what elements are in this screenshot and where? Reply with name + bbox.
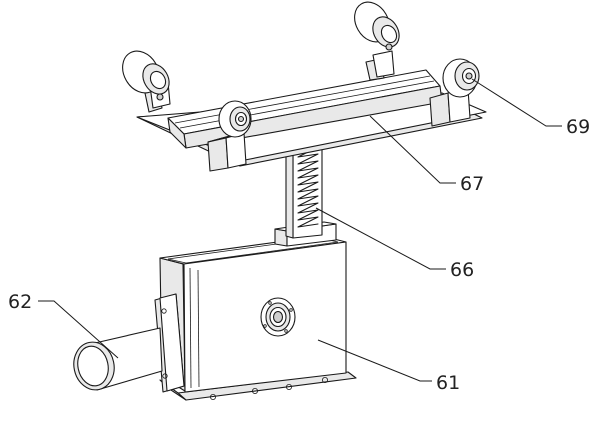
label-roller: 69 (566, 116, 590, 138)
label-rail: 67 (460, 173, 484, 195)
gearbox-housing (159, 235, 357, 401)
label-rack: 66 (450, 259, 474, 281)
motor (73, 293, 185, 393)
leader-lines (38, 78, 562, 382)
roller-front-left (207, 100, 252, 172)
label-motor: 62 (8, 291, 32, 313)
base-bolts (209, 376, 328, 400)
roller-front-right (429, 58, 480, 127)
label-gearbox: 61 (436, 372, 460, 394)
roller-back-right (354, 1, 400, 81)
roller-back-left (122, 50, 171, 113)
rack-teeth (297, 146, 319, 228)
bearing-hub (260, 297, 296, 337)
